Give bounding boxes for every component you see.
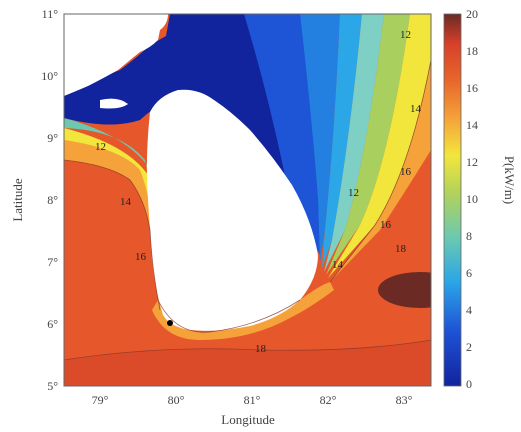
ocean-south-band xyxy=(64,340,431,386)
contour-label: 14 xyxy=(332,259,344,271)
colorbar-tick-label: 2 xyxy=(466,340,472,354)
contour-ne-cyan xyxy=(322,14,362,268)
contour-label: 16 xyxy=(400,166,412,178)
x-tick-label: 81° xyxy=(244,393,261,407)
contour-ne-yellow xyxy=(328,14,431,278)
x-tick-label: 79° xyxy=(92,393,109,407)
contour-label: 16 xyxy=(380,219,392,231)
contour-label: 18 xyxy=(255,343,267,355)
contour-label: 12 xyxy=(400,29,411,41)
contour-ne-orange xyxy=(330,60,431,282)
x-tick-label: 80° xyxy=(168,393,185,407)
colorbar-tick-label: 20 xyxy=(466,7,478,21)
colorbar-tick-label: 18 xyxy=(466,44,478,58)
contour-label: 16 xyxy=(135,251,147,263)
colorbar-tick-label: 8 xyxy=(466,229,472,243)
x-tick-label: 82° xyxy=(320,393,337,407)
y-tick-label: 11° xyxy=(42,7,59,21)
colorbar-tick-label: 4 xyxy=(466,303,472,317)
y-tick-label: 5° xyxy=(47,379,58,393)
map-plot-area: 12 14 16 12 14 16 16 18 18 12 14 xyxy=(64,14,431,386)
contour-west-yellow xyxy=(64,128,170,300)
y-axis: 11° 10° 9° 8° 7° 6° 5° Latitude xyxy=(10,7,58,393)
contour-ne-teal xyxy=(324,14,384,272)
contour-ne-blue-1 xyxy=(244,14,320,255)
colorbar: 20 18 16 14 12 10 8 6 4 2 0 P(kW/m) xyxy=(443,7,517,391)
y-tick-label: 9° xyxy=(47,131,58,145)
plot-frame xyxy=(63,13,432,387)
contour-ne-blue-2 xyxy=(300,14,340,262)
colorbar-tick-label: 12 xyxy=(466,155,478,169)
contour-south-coast-band xyxy=(152,282,334,340)
max-power-patch xyxy=(378,272,431,308)
y-tick-label: 10° xyxy=(41,69,58,83)
contour-label: 14 xyxy=(120,196,132,208)
sri-lanka-landmass xyxy=(146,89,318,331)
x-axis-title: Longitude xyxy=(221,412,275,427)
colorbar-tick-label: 0 xyxy=(466,377,472,391)
colorbar-tick-label: 6 xyxy=(466,266,472,280)
colorbar-title: P(kW/m) xyxy=(502,156,517,204)
y-axis-title: Latitude xyxy=(10,178,25,222)
colorbar-tick-label: 14 xyxy=(466,118,478,132)
contour-label: 12 xyxy=(95,141,106,153)
contour-label: 14 xyxy=(410,103,422,115)
contour-palk-bay-low xyxy=(64,14,322,250)
x-tick-label: 83° xyxy=(396,393,413,407)
mannar-island xyxy=(100,98,128,109)
y-tick-label: 7° xyxy=(47,255,58,269)
colorbar-tick-label: 16 xyxy=(466,81,478,95)
contour-lines xyxy=(64,59,431,361)
coastal-site-marker xyxy=(167,320,173,326)
india-mainland xyxy=(64,14,168,96)
contour-label: 12 xyxy=(348,187,359,199)
contour-label: 18 xyxy=(395,243,407,255)
colorbar-gradient xyxy=(443,13,462,387)
y-tick-label: 8° xyxy=(47,193,58,207)
contour-ne-green xyxy=(326,14,410,275)
x-axis: 79° 80° 81° 82° 83° Longitude xyxy=(92,393,413,427)
y-tick-label: 6° xyxy=(47,317,58,331)
colorbar-tick-label: 10 xyxy=(466,192,478,206)
